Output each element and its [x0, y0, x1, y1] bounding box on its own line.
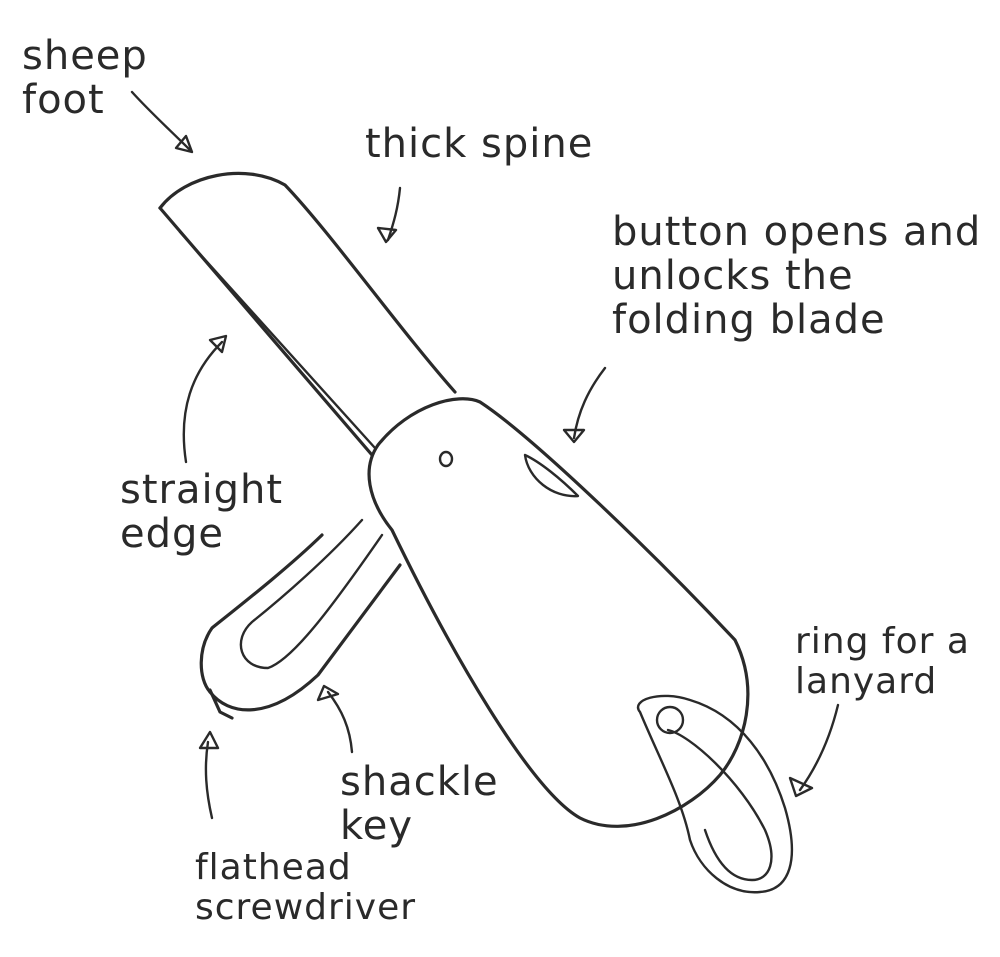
button-label: button opens and unlocks the folding bla… [612, 209, 982, 343]
straight-edge-label: straight edge [120, 467, 284, 557]
knife-blade [158, 171, 457, 457]
knife-handle [367, 397, 750, 828]
arrow-flathead [198, 730, 220, 820]
shackle-key-label: shackle key [340, 759, 499, 849]
arrow-ring [788, 703, 840, 798]
unlock-button [523, 453, 580, 498]
flathead-screwdriver-tool [208, 688, 234, 720]
sheep-foot-label: sheep foot [22, 33, 148, 123]
arrow-sheep-foot [130, 90, 194, 154]
flathead-screwdriver-label: flathead screwdriver [195, 847, 417, 928]
arrow-thick-spine [376, 186, 402, 244]
lanyard-ring [636, 694, 793, 894]
ring-label: ring for a lanyard [795, 621, 970, 702]
thick-spine-label: thick spine [365, 121, 594, 167]
arrow-button [562, 366, 607, 444]
shackle-key-tool [199, 518, 402, 712]
arrow-straight-edge [182, 334, 228, 464]
arrow-shackle-key [316, 684, 354, 754]
